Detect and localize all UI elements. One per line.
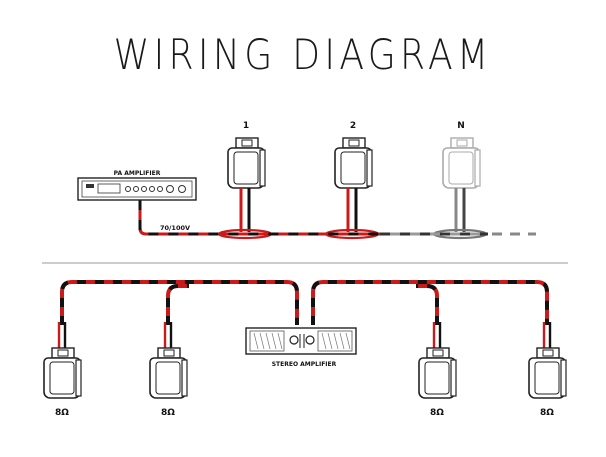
- stereo-amplifier-label: STEREO AMPLIFIER: [272, 361, 337, 368]
- stereo-amplifier-icon: [245, 327, 357, 355]
- impedance-label: 8Ω: [55, 408, 69, 418]
- speaker-bus-wire: [138, 200, 536, 236]
- impedance-label: 8Ω: [161, 408, 175, 418]
- impedance-label: 8Ω: [540, 408, 554, 418]
- speaker-icon-faded: [442, 137, 481, 189]
- left-speaker-wiring: [60, 280, 299, 325]
- right-speaker-wiring: [311, 280, 549, 325]
- speaker-label-n: N: [457, 121, 465, 131]
- speaker-icon: [334, 137, 373, 189]
- line-voltage-label: 70/100V: [160, 224, 190, 232]
- pa-amplifier-label: PA AMPLIFIER: [114, 170, 161, 177]
- speaker-drop-wires: [239, 188, 466, 232]
- diagram-title: WIRING DIAGRAM: [113, 30, 493, 79]
- impedance-label: 8Ω: [430, 408, 444, 418]
- pa-amplifier-icon: [77, 177, 197, 201]
- speaker-icon: [227, 137, 266, 189]
- speaker-icon: [43, 347, 82, 399]
- speaker-icon: [528, 347, 567, 399]
- speaker-label-1: 1: [243, 121, 249, 131]
- speaker-icon: [149, 347, 188, 399]
- speaker-label-2: 2: [350, 121, 356, 131]
- speaker-icon: [418, 347, 457, 399]
- bottom-drop-wires: [57, 322, 552, 348]
